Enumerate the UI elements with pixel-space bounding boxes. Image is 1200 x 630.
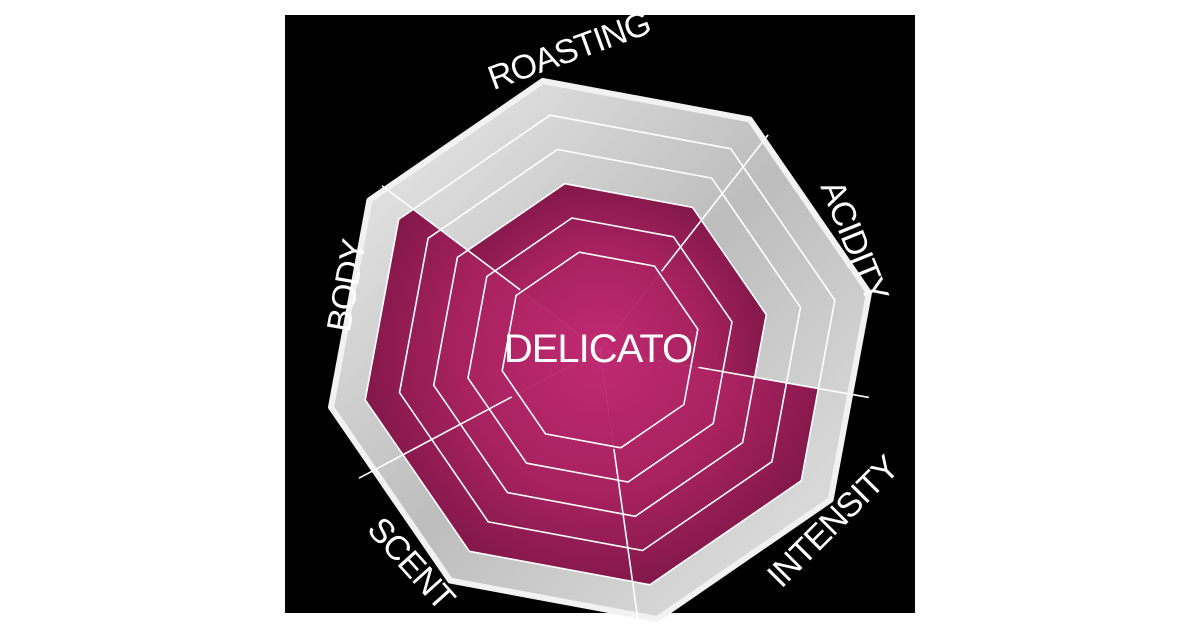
sector-fill-scent bbox=[365, 350, 684, 585]
sector-divider-2 bbox=[698, 366, 869, 399]
sector-divider-1 bbox=[660, 134, 769, 272]
sector-divider-0 bbox=[381, 185, 521, 291]
ring-line-1 bbox=[501, 251, 699, 449]
ring-line-2 bbox=[467, 217, 733, 483]
chart-title: DELICATO bbox=[504, 327, 692, 371]
ring-line-3 bbox=[432, 182, 768, 518]
ring-line-4 bbox=[398, 148, 802, 552]
sector-divider-3 bbox=[613, 448, 639, 621]
sector-divider-4 bbox=[358, 396, 513, 479]
sector-fill-intensity bbox=[600, 350, 835, 585]
ring-line-5 bbox=[364, 114, 836, 586]
